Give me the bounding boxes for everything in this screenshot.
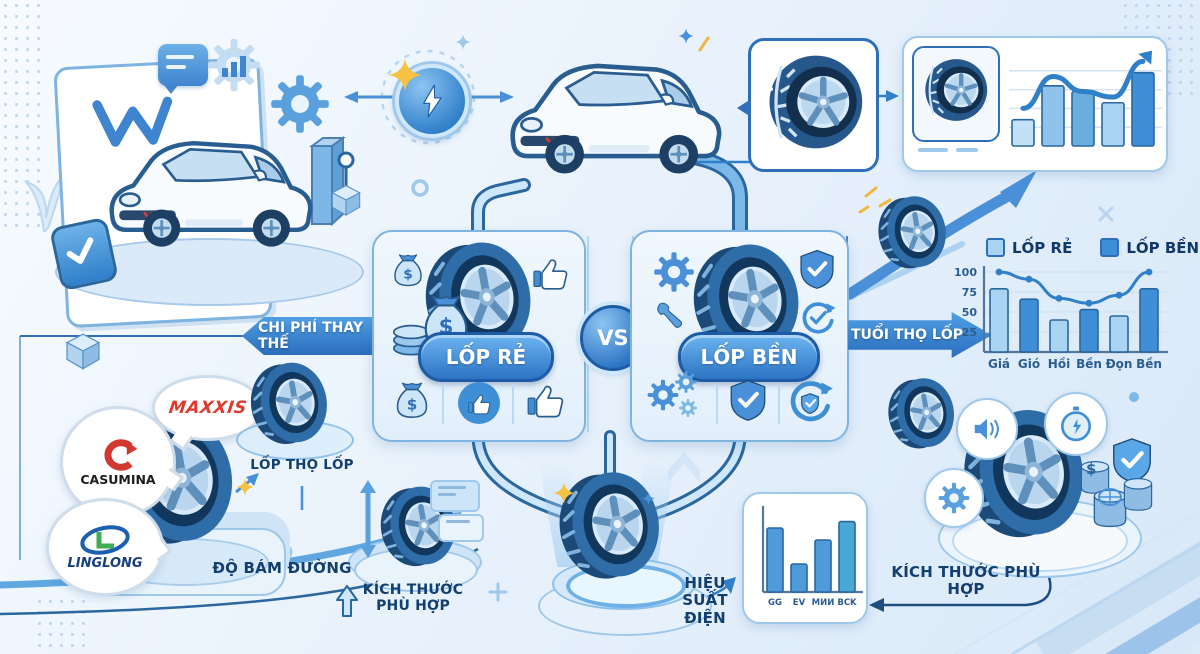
- sparkle-icon: [642, 492, 655, 505]
- shield-check-icon: [726, 378, 770, 422]
- size-fit-label: KÍCH THƯỚC PHÙ HỢP: [362, 582, 464, 615]
- brand-bubble-casumina: CASUMINA: [60, 406, 185, 518]
- thumbs-up-icon: [530, 252, 570, 292]
- recycle-shield-icon: [784, 374, 836, 426]
- globe-icon: [1098, 488, 1122, 506]
- svg-text:BCK: BCK: [837, 598, 857, 608]
- svg-text:100: 100: [954, 266, 977, 279]
- text-line-decoration: [956, 148, 978, 152]
- pin-decoration: [324, 150, 368, 220]
- durable-tire-button-label: LỐP BỀN: [700, 345, 798, 369]
- svg-text:Hồi: Hồi: [1048, 357, 1070, 371]
- stopwatch-icon: [1057, 405, 1095, 443]
- svg-text:75: 75: [962, 286, 977, 299]
- grip-label: ĐỘ BÁM ĐƯỜNG: [212, 559, 352, 577]
- svg-text:Gió: Gió: [1018, 357, 1040, 371]
- brand-linglong-label: LINGLONG: [67, 555, 143, 571]
- divider: [512, 384, 514, 424]
- car-illustration-left: [98, 120, 328, 253]
- dot-pattern-bottomleft: [34, 596, 92, 654]
- divider: [442, 384, 444, 424]
- gear-chart-icon: [205, 36, 263, 94]
- cheap-tire-button[interactable]: LỐP RẺ: [418, 332, 554, 382]
- gear-icon: [937, 481, 971, 515]
- sparkle-icon: [553, 482, 575, 504]
- money-symbol: $: [1086, 460, 1097, 478]
- svg-text:25: 25: [962, 326, 977, 339]
- tire-life-label: LỐP THỌ LỐP: [250, 457, 354, 473]
- stopwatch-bubble: [1044, 392, 1108, 456]
- legend-swatch-light: [986, 238, 1005, 257]
- efficiency-label: HIỆU SUẤT ĐIỆN: [682, 574, 728, 627]
- casumina-logo: [104, 438, 138, 471]
- svg-text:50: 50: [962, 306, 978, 319]
- wuling-logo: [92, 96, 173, 147]
- speaker-icon: [970, 412, 1004, 446]
- pillar-icon: [1118, 460, 1158, 530]
- tire-illustration-small: [248, 358, 334, 448]
- tire-illustration: [876, 192, 952, 272]
- money-bag-icon: [390, 252, 426, 288]
- gears-icon: [678, 398, 698, 418]
- money-bag-icon: [392, 380, 432, 420]
- chat-bubble-icon: [158, 44, 208, 94]
- divider: [716, 384, 718, 424]
- tablet-screen: [53, 56, 273, 329]
- legend-label-durable: LỐP BỀN: [1126, 238, 1200, 257]
- durable-tire-panel: LỐP BỀN: [630, 230, 849, 442]
- speaker-bubble: [956, 398, 1018, 460]
- cube-icon: [62, 330, 104, 372]
- legend-item-cheap: LỐP RẺ: [986, 238, 1072, 257]
- svg-text:EV: EV: [793, 598, 806, 608]
- measure-arrow-icon: [360, 480, 376, 558]
- gears-icon: [674, 370, 698, 394]
- text-line-decoration: [918, 148, 948, 152]
- thumbs-up-circle-icon: [458, 382, 500, 424]
- cheap-tire-panel: LỐP RẺ: [372, 230, 586, 442]
- svg-text:GG: GG: [768, 598, 782, 608]
- check-badge-icon: [48, 216, 120, 292]
- gear-bubble: [924, 468, 984, 528]
- legend-swatch-dark: [1100, 238, 1120, 257]
- brand-casumina-label: CASUMINA: [80, 471, 156, 487]
- sparkle-icon: [388, 58, 422, 92]
- thumbs-up-icon: [524, 378, 566, 420]
- linglong-logo: [80, 524, 130, 555]
- price-trend-card: [902, 36, 1168, 172]
- legend-label-cheap: LỐP RẺ: [1012, 238, 1073, 257]
- sparkle-icon: [678, 28, 694, 44]
- tire-illustration: [886, 374, 960, 452]
- chart-legend: LỐP RẺ LỐP BỀN: [986, 238, 1199, 257]
- svg-text:Bền: Bền: [1136, 357, 1162, 371]
- svg-text:Bền: Bền: [1076, 357, 1102, 371]
- divider: [778, 384, 780, 424]
- sparkle-icon: [236, 478, 254, 496]
- plant-decoration: [22, 148, 66, 235]
- spec-tag: [438, 514, 484, 542]
- banner-tire-lifespan-label: TUỔI THỌ LỐP: [850, 327, 964, 343]
- tire-closeup-bubble: [737, 38, 879, 172]
- svg-text:Giá: Giá: [988, 357, 1010, 371]
- svg-text:Đọn: Đọn: [1106, 357, 1133, 371]
- brand-bubble-linglong: LINGLONG: [46, 498, 173, 596]
- banner-replacement-cost-label: CHI PHÍ THAY THẾ: [258, 320, 364, 352]
- wrench-icon: [648, 296, 688, 336]
- legend-item-durable: LỐP BỀN: [1100, 238, 1199, 257]
- svg-text:МИИ: МИИ: [812, 598, 835, 608]
- cheap-tire-button-label: LỐP RẺ: [445, 345, 527, 369]
- brand-maxxis-label: MAXXIS: [167, 398, 248, 418]
- size-fit-right-label: KÍCH THƯỚC PHÙ HỢP: [891, 563, 1041, 599]
- sparkle-icon: [455, 34, 471, 50]
- shield-check-icon: [796, 248, 838, 290]
- car-illustration-top: [498, 42, 738, 180]
- vs-label: VS: [597, 326, 629, 350]
- price-trend-chart: [1009, 50, 1162, 147]
- spec-tag: [430, 480, 480, 512]
- tire-thumbnail: [912, 46, 1000, 142]
